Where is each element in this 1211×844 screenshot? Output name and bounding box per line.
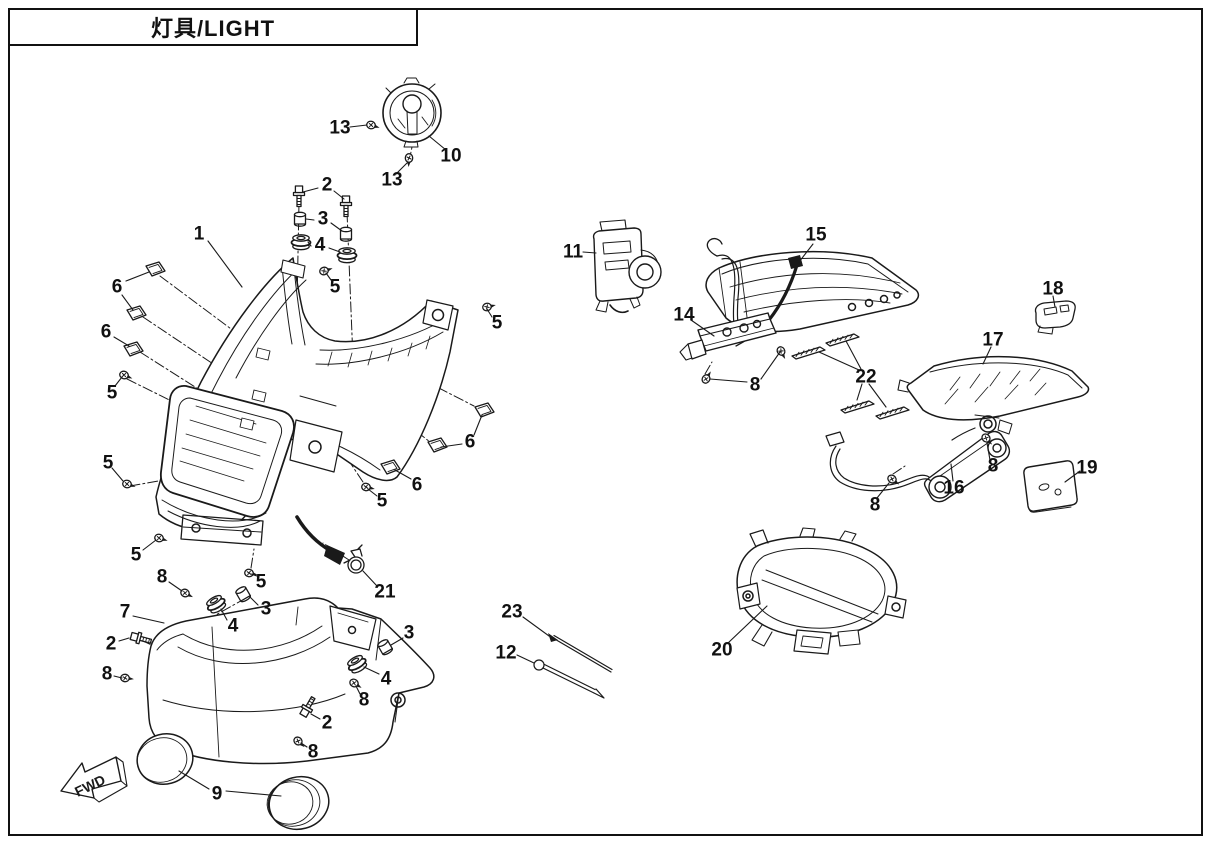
callout-label-19: 19: [1076, 457, 1098, 479]
callout-label-13: 13: [381, 169, 403, 191]
callout-label-17: 17: [982, 329, 1004, 351]
callout-label-22: 22: [855, 366, 877, 388]
callout-label-15: 15: [805, 224, 827, 246]
callout-label-3: 3: [260, 598, 272, 620]
drawing-small-lamp-unit: [592, 219, 662, 314]
drawing-reflector-plate: [1023, 460, 1078, 513]
drawing-round-lamp-unit: [382, 77, 442, 148]
callout-label-5: 5: [102, 452, 114, 474]
drawing-lens-covers: [136, 733, 330, 831]
callout-label-4: 4: [227, 615, 239, 637]
callout-label-5: 5: [255, 571, 267, 593]
callout-label-5: 5: [376, 490, 388, 512]
callout-label-6: 6: [464, 431, 476, 453]
callout-label-8: 8: [358, 689, 370, 711]
callout-label-4: 4: [380, 668, 392, 690]
drawing-mount-frame: [736, 527, 907, 655]
callout-label-5: 5: [106, 382, 118, 404]
callout-label-8: 8: [156, 566, 168, 588]
callout-label-14: 14: [673, 304, 695, 326]
callout-label-8: 8: [987, 455, 999, 477]
callout-label-8: 8: [869, 494, 881, 516]
callout-label-5: 5: [130, 544, 142, 566]
callout-label-5: 5: [491, 312, 503, 334]
callout-label-4: 4: [314, 234, 326, 256]
callout-label-10: 10: [440, 145, 462, 167]
diagram-title: 灯具/LIGHT: [8, 8, 418, 46]
callout-label-2: 2: [321, 174, 333, 196]
drawing-headlight-assembly: [155, 257, 459, 565]
callout-label-13: 13: [329, 117, 351, 139]
callout-label-6: 6: [111, 276, 123, 298]
page-border: [8, 8, 1203, 836]
callout-label-20: 20: [711, 639, 733, 661]
drawing-lower-light-housing: [146, 597, 435, 765]
callout-label-2: 2: [105, 633, 117, 655]
fwd-direction-arrow: FWD: [60, 756, 128, 803]
callout-label-11: 11: [562, 241, 584, 263]
callout-label-6: 6: [411, 474, 423, 496]
leader-lines: [111, 124, 1081, 797]
callout-label-21: 21: [374, 581, 396, 603]
callout-label-9: 9: [211, 783, 223, 805]
drawing-pins: [533, 633, 613, 699]
callout-label-12: 12: [495, 642, 517, 664]
callout-label-23: 23: [501, 601, 523, 623]
callout-label-3: 3: [317, 208, 329, 230]
callout-label-18: 18: [1042, 278, 1064, 300]
drawing-bracket-18: [1034, 300, 1076, 335]
drawing-clamp-21: [343, 544, 365, 574]
drawing-lamp-bar-14: [679, 237, 777, 361]
callout-label-7: 7: [119, 601, 131, 623]
callout-label-8: 8: [101, 663, 113, 685]
callout-label-16: 16: [943, 477, 965, 499]
callout-label-6: 6: [100, 321, 112, 343]
callout-label-2: 2: [321, 712, 333, 734]
callout-label-5: 5: [329, 276, 341, 298]
drawing-side-panel-17: [897, 355, 1090, 441]
callout-label-3: 3: [403, 622, 415, 644]
callout-label-8: 8: [307, 741, 319, 763]
callout-label-1: 1: [193, 223, 205, 245]
callout-label-8: 8: [749, 374, 761, 396]
